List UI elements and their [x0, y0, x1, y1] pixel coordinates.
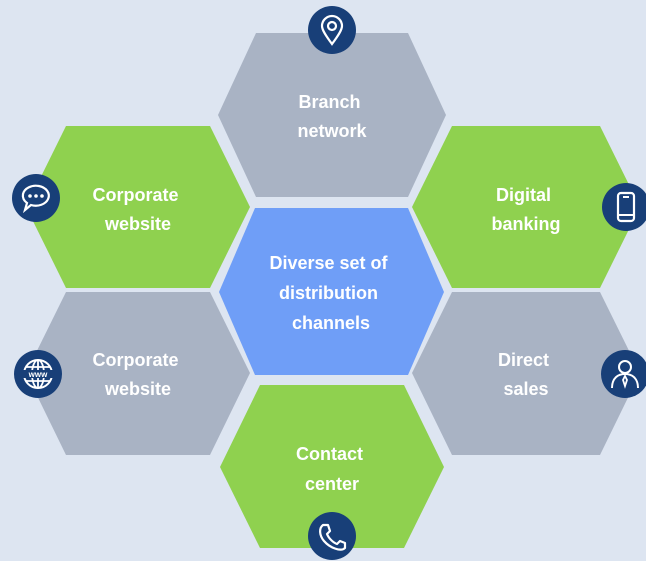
chat-bubble-icon — [12, 174, 60, 222]
hex-direct-sales — [412, 292, 640, 455]
location-pin-icon — [308, 6, 356, 54]
hex-center — [219, 208, 444, 375]
label-digital-banking: Digital banking — [491, 185, 560, 234]
label-center: Diverse set of distribution channels — [269, 253, 392, 333]
globe-www-icon: www — [14, 350, 62, 398]
label-contact-center: Contact center — [296, 444, 368, 494]
hex-branch-network — [218, 33, 446, 197]
label-branch-network: Branch network — [297, 92, 367, 141]
hex-corporate-website-upper — [26, 126, 250, 288]
hex-corporate-website-lower — [26, 292, 250, 455]
hex-digital-banking — [412, 126, 640, 288]
salesperson-icon — [601, 350, 646, 398]
svg-text:www: www — [28, 370, 48, 379]
label-corporate-website-lower: Corporate website — [92, 350, 183, 399]
hex-contact-center — [220, 385, 444, 548]
label-corporate-website-upper: Corporate website — [92, 185, 183, 234]
mobile-phone-icon — [602, 183, 646, 231]
phone-handset-icon — [308, 512, 356, 560]
label-direct-sales: Direct sales — [498, 350, 554, 399]
